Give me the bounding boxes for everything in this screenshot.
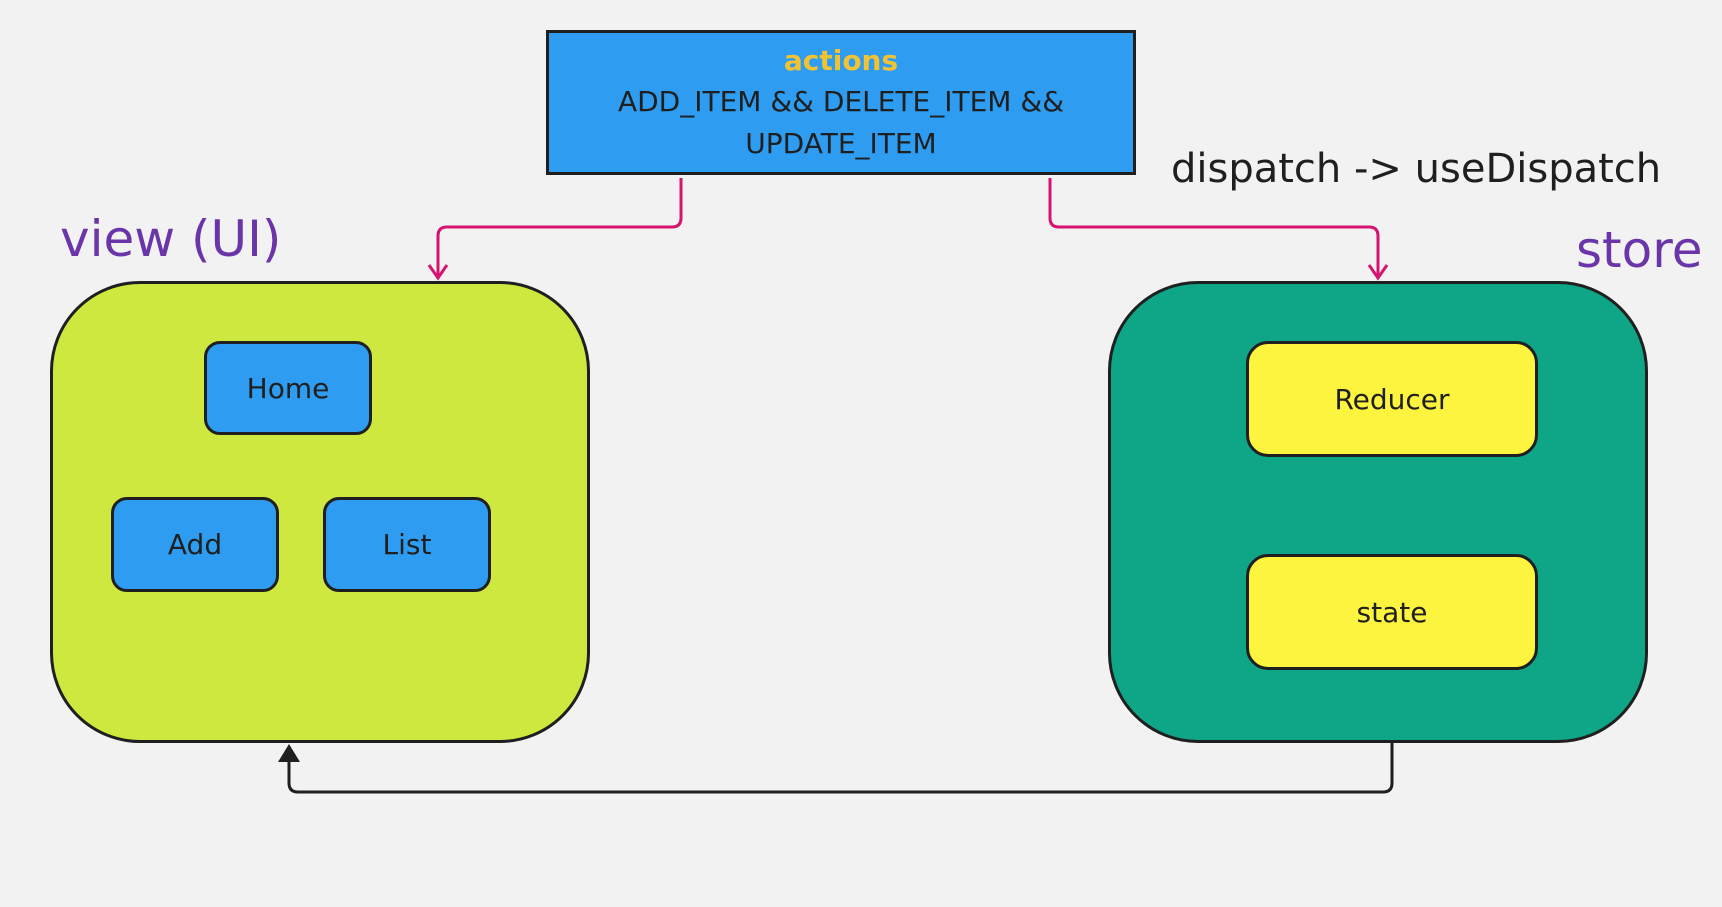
dispatch-label: dispatch -> useDispatch bbox=[1171, 146, 1662, 192]
arrow-state-to-view-head bbox=[278, 744, 300, 762]
home-label: Home bbox=[246, 371, 330, 405]
arrow-actions-to-view bbox=[436, 178, 683, 278]
add-label: Add bbox=[167, 528, 223, 561]
actions-body: ADD_ITEM && DELETE_ITEM && UPDATE_ITEM bbox=[617, 84, 1065, 160]
actions-box[interactable]: actions ADD_ITEM && DELETE_ITEM && UPDAT… bbox=[546, 30, 1136, 175]
reducer-node[interactable]: Reducer bbox=[1246, 341, 1538, 457]
add-node[interactable]: Add bbox=[111, 497, 279, 592]
state-label: state bbox=[1356, 595, 1428, 629]
reducer-label: Reducer bbox=[1334, 382, 1450, 416]
list-node[interactable]: List bbox=[323, 497, 491, 592]
actions-title: actions bbox=[783, 43, 899, 77]
store-group-label: store bbox=[1576, 221, 1703, 279]
state-node[interactable]: state bbox=[1246, 554, 1538, 670]
list-label: List bbox=[382, 528, 432, 561]
home-node[interactable]: Home bbox=[204, 341, 372, 435]
arrow-actions-to-view-head bbox=[427, 264, 449, 281]
arrow-actions-to-store-head bbox=[1367, 264, 1389, 281]
arrow-actions-to-store bbox=[1048, 178, 1380, 278]
arrow-state-to-view bbox=[287, 672, 1394, 794]
view-group-label: view (UI) bbox=[60, 210, 282, 268]
